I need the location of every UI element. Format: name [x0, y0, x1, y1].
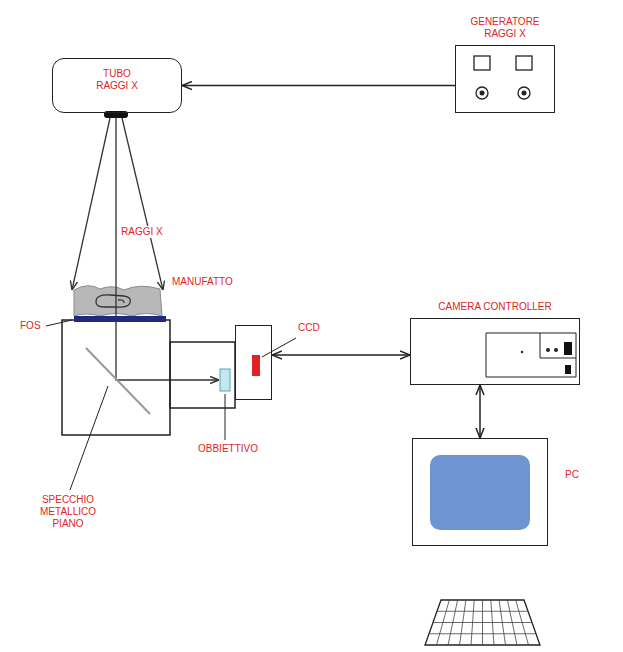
xray-tube-box: TUBO RAGGI X: [52, 58, 182, 113]
node-label: PC: [565, 469, 579, 481]
pc-screen: [430, 455, 530, 530]
controller-panel: [486, 333, 576, 377]
keyboard: [425, 600, 540, 645]
pc-monitor-box: PC: [412, 438, 548, 546]
node-label: CAMERA CONTROLLER: [438, 301, 551, 313]
light-path: [116, 118, 219, 380]
x-ray: [122, 118, 163, 290]
ccd-camera-box: CCD: [235, 325, 272, 400]
connector-arrow: [182, 85, 455, 87]
key-col-line: [516, 600, 529, 645]
key-col-line: [437, 600, 450, 645]
node-label: TUBO RAGGI X: [86, 68, 148, 92]
key-col-line: [448, 600, 458, 645]
generator-knob: [480, 91, 485, 96]
key-col-line: [482, 600, 483, 645]
leader-line: [70, 386, 108, 490]
generator-display: [474, 56, 490, 70]
generator-knob: [476, 87, 488, 99]
controller-led: [521, 351, 523, 353]
key-col-line: [471, 600, 474, 645]
leader-line: [225, 394, 226, 440]
mirror-label: SPECCHIO METALLICO PIANO: [26, 494, 110, 530]
key-col-line: [507, 600, 517, 645]
node-label: GENERATORE RAGGI X: [465, 16, 545, 40]
leader-line: [46, 320, 72, 326]
node-label: CCD: [298, 322, 320, 334]
connector-arrow: [479, 385, 481, 438]
chamber-box: [62, 320, 170, 435]
generator-display: [516, 56, 532, 70]
x-ray: [72, 118, 110, 290]
fos-label: FOS: [20, 320, 41, 332]
controller-led: [546, 348, 550, 352]
generator-knob: [518, 87, 530, 99]
leader-line: [262, 338, 296, 357]
key-col-line: [499, 600, 505, 645]
mirror: [86, 348, 150, 414]
fos-screen: [74, 316, 166, 322]
connector-arrow: [272, 354, 410, 356]
generator-knob: [522, 91, 527, 96]
ccd-sensor: [252, 355, 260, 376]
controller-led: [554, 348, 558, 352]
key-col-line: [460, 600, 466, 645]
camera-controller-box: CAMERA CONTROLLER: [410, 318, 580, 385]
objective-lens: [220, 369, 230, 391]
xray-generator-box: GENERATORE RAGGI X: [455, 45, 555, 113]
artifact-detail: [96, 295, 130, 307]
artifact-label: MANUFATTO: [172, 276, 233, 288]
controller-switch: [565, 365, 571, 374]
key-col-line: [491, 600, 494, 645]
rays-label: RAGGI X: [119, 226, 165, 238]
objective-label: OBBIETTIVO: [198, 443, 258, 455]
artifact-shape: [74, 286, 162, 316]
keyboard-keys: [429, 600, 536, 645]
controller-switch: [564, 342, 572, 355]
